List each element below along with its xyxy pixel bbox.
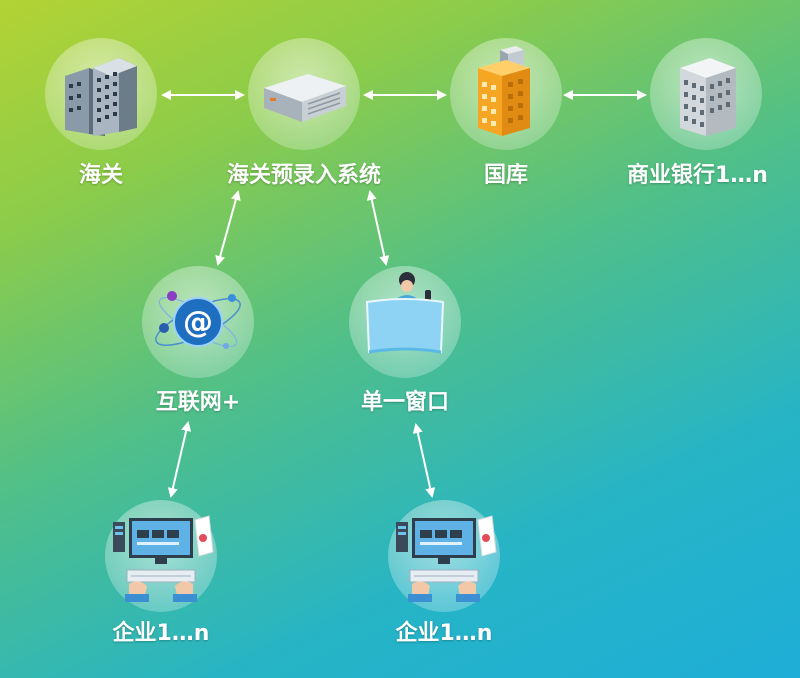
node-commercial-bank-label: 商业银行1…n [627, 163, 768, 188]
node-single-window [349, 266, 461, 378]
service-desk-icon [365, 272, 445, 354]
node-customs [45, 38, 157, 150]
arrow-preentry-internet [215, 190, 241, 266]
office-building-icon [65, 58, 137, 136]
node-enterprise-right [388, 500, 500, 612]
node-treasury-label: 国库 [483, 163, 528, 188]
computer-workstation-icon [396, 515, 497, 602]
node-customs-label: 海关 [78, 163, 123, 188]
at-sign-globe-icon: @ [155, 291, 241, 349]
node-preentry-system [248, 38, 360, 150]
bank-building-icon [680, 58, 736, 136]
arrow-internet-enterprise [167, 421, 192, 498]
computer-workstation-icon [113, 515, 214, 602]
node-enterprise-right-label: 企业1…n [395, 621, 493, 646]
node-enterprise-left-label: 企业1…n [112, 621, 210, 646]
node-commercial-bank [650, 38, 762, 150]
server-icon [264, 74, 346, 122]
node-internet-label: 互联网+ [155, 390, 241, 415]
orange-building-icon [478, 46, 530, 136]
arrow-window-enterprise [412, 423, 436, 498]
node-enterprise-left [105, 500, 217, 612]
node-treasury [450, 38, 562, 150]
node-internet: @ [142, 266, 254, 378]
svg-text:@: @ [183, 305, 213, 340]
node-single-window-label: 单一窗口 [360, 390, 449, 415]
node-preentry-system-label: 海关预录入系统 [226, 163, 381, 188]
arrow-preentry-window [366, 190, 390, 266]
